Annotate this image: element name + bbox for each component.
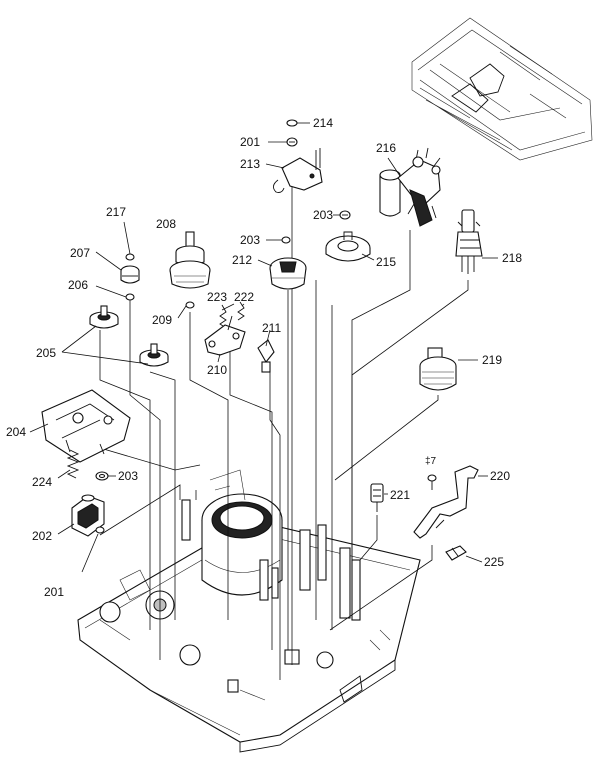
part-222-spring — [237, 301, 245, 321]
label-210: 210 — [207, 363, 227, 377]
label-213: 213 — [240, 157, 260, 171]
label-219: 219 — [482, 353, 502, 367]
label-202: 202 — [32, 529, 52, 543]
label-87: ‡7 — [425, 456, 437, 467]
label-208: 208 — [156, 217, 176, 231]
part-203-washer-c — [95, 471, 109, 481]
label-220: 220 — [490, 469, 510, 483]
part-224-spring — [66, 449, 80, 479]
part-209-screw — [185, 301, 195, 309]
part-214-washer — [286, 119, 298, 127]
part-211-roller — [257, 339, 275, 373]
part-203-screw-a — [339, 210, 351, 220]
label-218: 218 — [502, 251, 522, 265]
part-202-gear-block — [71, 494, 105, 537]
part-212-reel — [269, 257, 307, 290]
part-207-pulley — [120, 265, 140, 284]
label-209: 209 — [152, 313, 172, 327]
label-207: 207 — [70, 246, 90, 260]
part-number-labels: 201 214 213 216 217 208 203 203 207 212 … — [6, 116, 522, 599]
label-211: 211 — [262, 321, 281, 335]
callout-leaders — [29, 122, 498, 573]
label-222: 222 — [234, 290, 254, 304]
part-201-screw-lower — [95, 526, 105, 534]
part-223-spring — [219, 304, 227, 329]
part-218-sensor — [455, 209, 483, 274]
part-219-reel-gear — [419, 347, 457, 391]
part-204-bracket — [41, 389, 131, 463]
part-208-capstan-motor — [169, 231, 211, 289]
part-213-bracket — [273, 148, 323, 193]
label-225: 225 — [484, 555, 504, 569]
part-205-pulley-a — [89, 305, 119, 329]
label-215: 215 — [376, 255, 396, 269]
label-216: 216 — [376, 141, 396, 155]
label-205: 205 — [36, 346, 56, 360]
part-206-washer — [125, 293, 135, 301]
part-203-screw-b — [281, 236, 291, 244]
part-205-pulley-b — [139, 343, 169, 367]
mechanism-chassis — [77, 469, 421, 753]
label-203-a: 203 — [313, 208, 333, 222]
part-201-screw-top — [286, 137, 298, 147]
part-87-screw — [427, 474, 437, 490]
part-217-cap — [125, 253, 135, 261]
label-206: 206 — [68, 278, 88, 292]
label-224: 224 — [32, 475, 52, 489]
inset-overview-thumbnail — [411, 17, 593, 161]
label-201-lower: 201 — [44, 585, 64, 599]
label-221: 221 — [390, 488, 410, 502]
part-215-gear-disk — [325, 231, 371, 262]
label-223: 223 — [207, 290, 227, 304]
part-221-pin — [370, 483, 384, 512]
part-210-arm — [204, 315, 246, 356]
assembly-leader-lines — [89, 185, 469, 680]
label-203-c: 203 — [118, 469, 138, 483]
label-217: 217 — [106, 205, 126, 219]
label-201-top: 201 — [240, 135, 260, 149]
part-216-head-assembly — [379, 147, 441, 227]
label-214: 214 — [313, 116, 333, 130]
label-212: 212 — [232, 253, 252, 267]
part-225-clip — [445, 545, 467, 561]
label-204: 204 — [6, 425, 26, 439]
part-220-lever — [413, 465, 479, 539]
label-203-b: 203 — [240, 233, 260, 247]
